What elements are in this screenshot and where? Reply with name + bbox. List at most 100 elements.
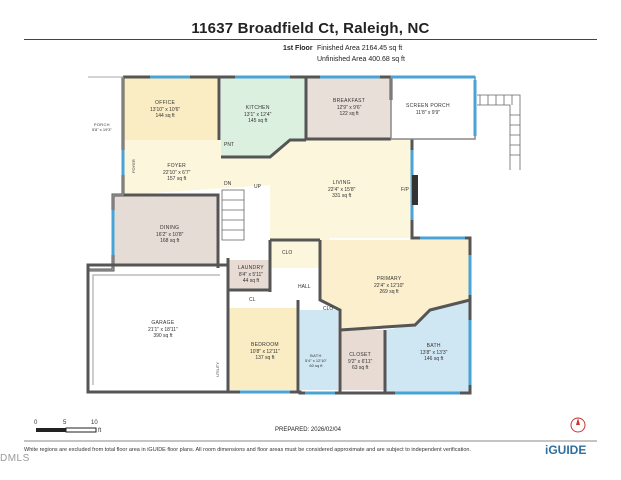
bedroom-fill (228, 308, 298, 390)
dining-fill (113, 195, 218, 265)
footer-disclaimer: White regions are excluded from total fl… (24, 447, 471, 453)
room-garage: GARAGE 21'1" x 18'11" 390 sq ft (148, 320, 178, 340)
closet-fill (340, 330, 385, 390)
stairs (221, 189, 245, 241)
garage-outline (86, 263, 230, 394)
office-fill (123, 77, 219, 140)
deck-stairs (477, 94, 521, 170)
room-area: 137 sq ft (255, 355, 275, 361)
room-dims: 9'2" x 6'11" (348, 358, 373, 365)
stairs-up-label: UP (254, 184, 261, 190)
room-area: 269 sq ft (379, 289, 399, 295)
room-dims: 5'8" x 19'3" (92, 127, 112, 132)
laundry-fill (228, 260, 270, 290)
room-dims: 12'9" x 9'6" (336, 104, 362, 111)
room-name: BREAKFAST (333, 98, 366, 104)
floor-label: 1st Floor (283, 45, 313, 52)
garage-door (92, 274, 220, 385)
scale-tick-10: 10 (91, 420, 98, 426)
fireplace-label: F/P (401, 187, 409, 193)
cl-label: CL (249, 297, 256, 303)
room-area: 63 sq ft (351, 365, 369, 371)
room-primary: PRIMARY 22'4" x 12'10" 269 sq ft (374, 276, 404, 296)
room-name: LAUNDRY (238, 265, 264, 271)
room-bath: BATH 13'8" x 13'3" 146 sq ft (420, 343, 447, 363)
porch-outline (88, 76, 124, 271)
iguide-logo: iGUIDE (545, 443, 587, 457)
room-dims: 10'8" x 12'11" (250, 348, 280, 355)
header-divider (24, 39, 597, 40)
scale-bar-a (36, 428, 66, 432)
room-area: 60 sq ft (309, 363, 323, 368)
room-area: 144 sq ft (155, 113, 175, 119)
room-dims: 5'4" x 12'10" (305, 358, 327, 363)
room-dims: 13'10" x 10'6" (150, 106, 181, 113)
hall-label: HALL (298, 284, 311, 290)
room-name: DINING (160, 225, 180, 231)
room-area: 44 sq ft (242, 278, 260, 284)
room-area: 145 sq ft (248, 118, 268, 124)
bath-fill (385, 300, 470, 393)
finished-area: Finished Area 2164.45 sq ft (317, 45, 403, 52)
room-area: 157 sq ft (167, 176, 187, 182)
room-dims: 22'4" x 15'8" (328, 186, 356, 193)
scale-tick-5: 5 (63, 420, 67, 426)
bath-small-fill (300, 310, 338, 390)
room-area: 390 sq ft (153, 333, 173, 339)
room-name: LIVING (332, 180, 351, 186)
room-screen-porch: SCREEN PORCH 11'8" x 9'9" (406, 103, 450, 116)
room-name: SCREEN PORCH (406, 103, 450, 109)
breakfast-fill (306, 77, 391, 139)
room-area: 331 sq ft (332, 193, 352, 199)
room-name: PORCH (93, 122, 110, 127)
room-dims: 16'2" x 10'8" (156, 231, 184, 238)
room-living: LIVING 22'4" x 15'8" 331 sq ft (328, 180, 355, 200)
room-area: 122 sq ft (339, 111, 359, 117)
room-dims: 11'8" x 9'9" (415, 109, 441, 116)
room-area: 146 sq ft (424, 356, 444, 362)
closet-label-2: CLO (323, 306, 334, 312)
room-name: GARAGE (151, 320, 175, 326)
room-name: CLOSET (349, 352, 372, 358)
room-bedroom: BEDROOM 10'8" x 12'11" 137 sq ft (250, 342, 280, 362)
room-dims: 21'1" x 18'11" (148, 326, 178, 333)
address-title: 11637 Broadfield Ct, Raleigh, NC (191, 20, 430, 37)
mls-watermark: DMLS (0, 453, 30, 464)
room-foyer: FOYER 22'10" x 6'7" 157 sq ft (163, 163, 190, 183)
room-breakfast: BREAKFAST 12'9" x 9'6" 122 sq ft (333, 98, 365, 118)
room-dims: 13'8" x 13'3" (420, 349, 448, 356)
room-porch: PORCH 5'8" x 19'3" (92, 122, 112, 132)
scale-bar-b (65, 427, 97, 433)
compass-needle-icon (576, 418, 580, 425)
stairs-down-label: DN (224, 181, 232, 187)
room-dining: DINING 16'2" x 10'8" 168 sq ft (156, 225, 183, 245)
closet-label-1: CLO (282, 250, 293, 256)
room-name: BATH (310, 353, 322, 358)
room-laundry: LAUNDRY 8'4" x 5'11" 44 sq ft (238, 265, 264, 285)
room-name: OFFICE (155, 100, 176, 106)
room-name: BATH (426, 343, 441, 349)
fireplace (412, 175, 418, 205)
primary-fill (320, 240, 470, 330)
room-dims: 13'1" x 12'4" (244, 111, 272, 118)
room-dims: 22'10" x 6'7" (163, 169, 191, 176)
foyer-fill (123, 139, 412, 268)
pantry-label: PNT (224, 142, 234, 148)
room-office: OFFICE 13'10" x 10'6" 144 sq ft (150, 100, 180, 120)
scale-unit: ft (98, 428, 102, 434)
room-kitchen: KITCHEN 13'1" x 12'4" 145 sq ft (244, 105, 271, 125)
foyer-side-label: FOYER (131, 159, 136, 173)
prepared-date: PREPARED: 2026/02/04 (275, 427, 341, 433)
utility-label: UTILITY (215, 362, 220, 377)
room-dims: 8'4" x 5'11" (238, 271, 264, 278)
room-name: FOYER (167, 163, 187, 169)
scale-tick-0: 0 (34, 420, 38, 426)
room-bath-small: BATH 5'4" x 12'10" 60 sq ft (305, 353, 327, 368)
room-area: 168 sq ft (160, 238, 180, 244)
room-closet: CLOSET 9'2" x 6'11" 63 sq ft (348, 352, 372, 372)
room-dims: 22'4" x 12'10" (374, 282, 405, 289)
unfinished-area: Unfinished Area 400.68 sq ft (317, 56, 405, 63)
room-name: KITCHEN (245, 105, 270, 111)
room-name: PRIMARY (376, 276, 402, 282)
